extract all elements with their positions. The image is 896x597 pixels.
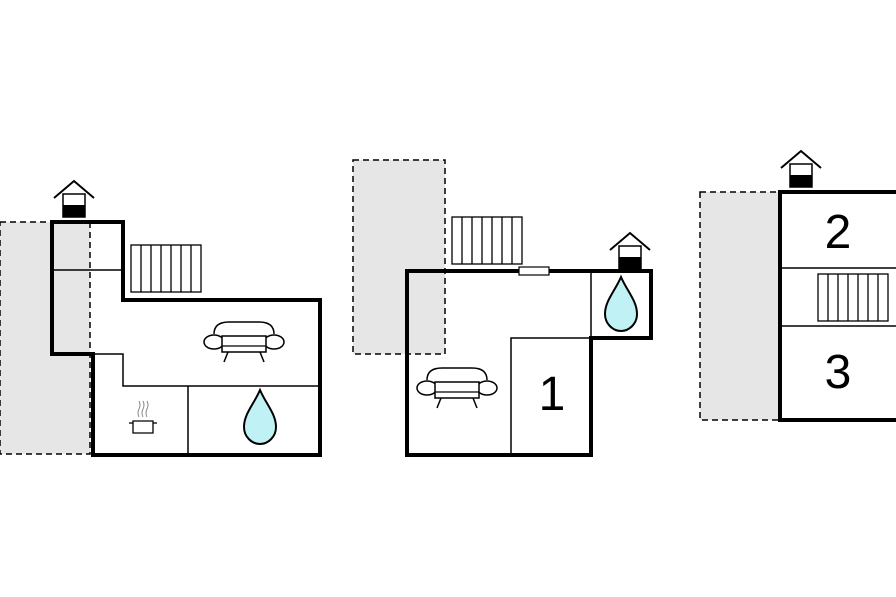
stairs-icon bbox=[451, 216, 523, 265]
terrace-middle bbox=[352, 159, 446, 355]
building-1-outer-wall bbox=[50, 220, 322, 457]
building-2-inner-walls bbox=[510, 271, 592, 455]
terrace-right bbox=[699, 191, 781, 421]
entrance-icon bbox=[609, 232, 651, 270]
room-number-2: 2 bbox=[825, 206, 852, 259]
stairs-icon bbox=[817, 273, 889, 322]
cooking-pot-icon bbox=[129, 400, 157, 434]
stairs-icon bbox=[130, 244, 202, 293]
entrance-icon bbox=[53, 180, 95, 218]
water-drop-icon bbox=[243, 389, 277, 445]
water-drop-icon bbox=[604, 276, 638, 332]
window-icon bbox=[518, 266, 550, 276]
sofa-icon bbox=[416, 367, 498, 409]
room-number-1: 1 bbox=[539, 368, 566, 421]
building-3-inner-walls bbox=[780, 267, 896, 327]
building-1-inner-walls bbox=[52, 269, 320, 455]
sofa-icon bbox=[203, 321, 285, 363]
room-number-3: 3 bbox=[825, 346, 852, 399]
terrace-left bbox=[0, 221, 91, 455]
entrance-icon bbox=[780, 150, 822, 188]
